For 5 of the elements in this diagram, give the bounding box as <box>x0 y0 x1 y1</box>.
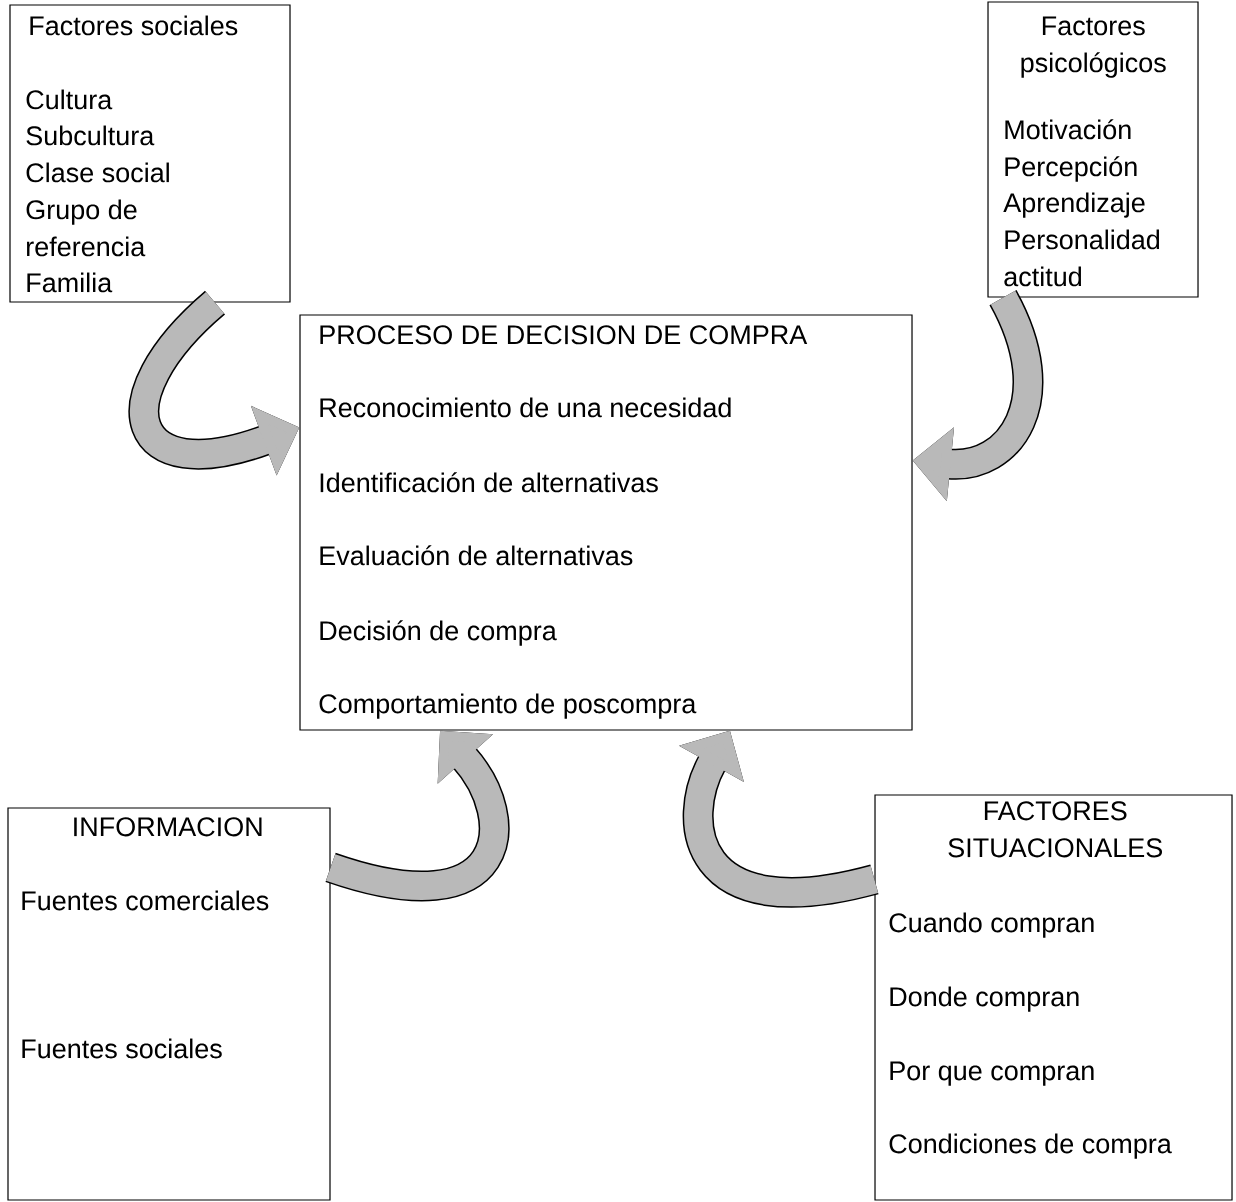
text-box: FACTORES SITUACIONALES Cuando compran Donde compran Por que compran Condiciones de compra <box>874 794 1233 1201</box>
text-box: Factores sociales Cultura Subcultura Clase social Grupo de referencia Familia <box>9 4 291 303</box>
text-box: PROCESO DE DECISION DE COMPRA Reconocimiento de una necesidad Identificación de alternativas Evaluación de alternativas Decisión de compra Comportamiento de poscompra <box>299 314 913 731</box>
text-box: Factores psicológicos Motivación Percepción Aprendizaje Personalidad actitud <box>987 1 1199 298</box>
text-box: INFORMACION Fuentes comerciales Fuentes sociales <box>7 807 331 1201</box>
